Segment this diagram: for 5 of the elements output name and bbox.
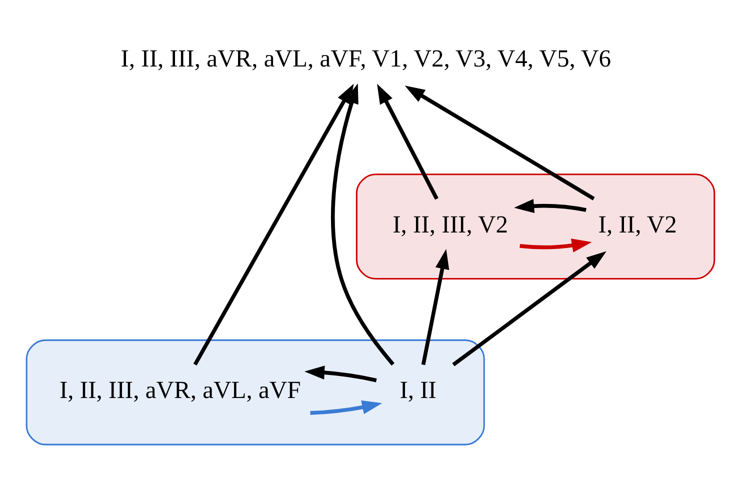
node-text: I, II, V2 <box>598 210 677 238</box>
node-text: I, II <box>400 376 436 404</box>
node-text: I, II, III, aVR, aVL, aVF, V1, V2, V3, V4, V5, V6 <box>120 45 612 72</box>
node-text: I, II, III, aVR, aVL, aVF <box>59 376 301 404</box>
node-text: I, II, III, V2 <box>392 210 508 238</box>
